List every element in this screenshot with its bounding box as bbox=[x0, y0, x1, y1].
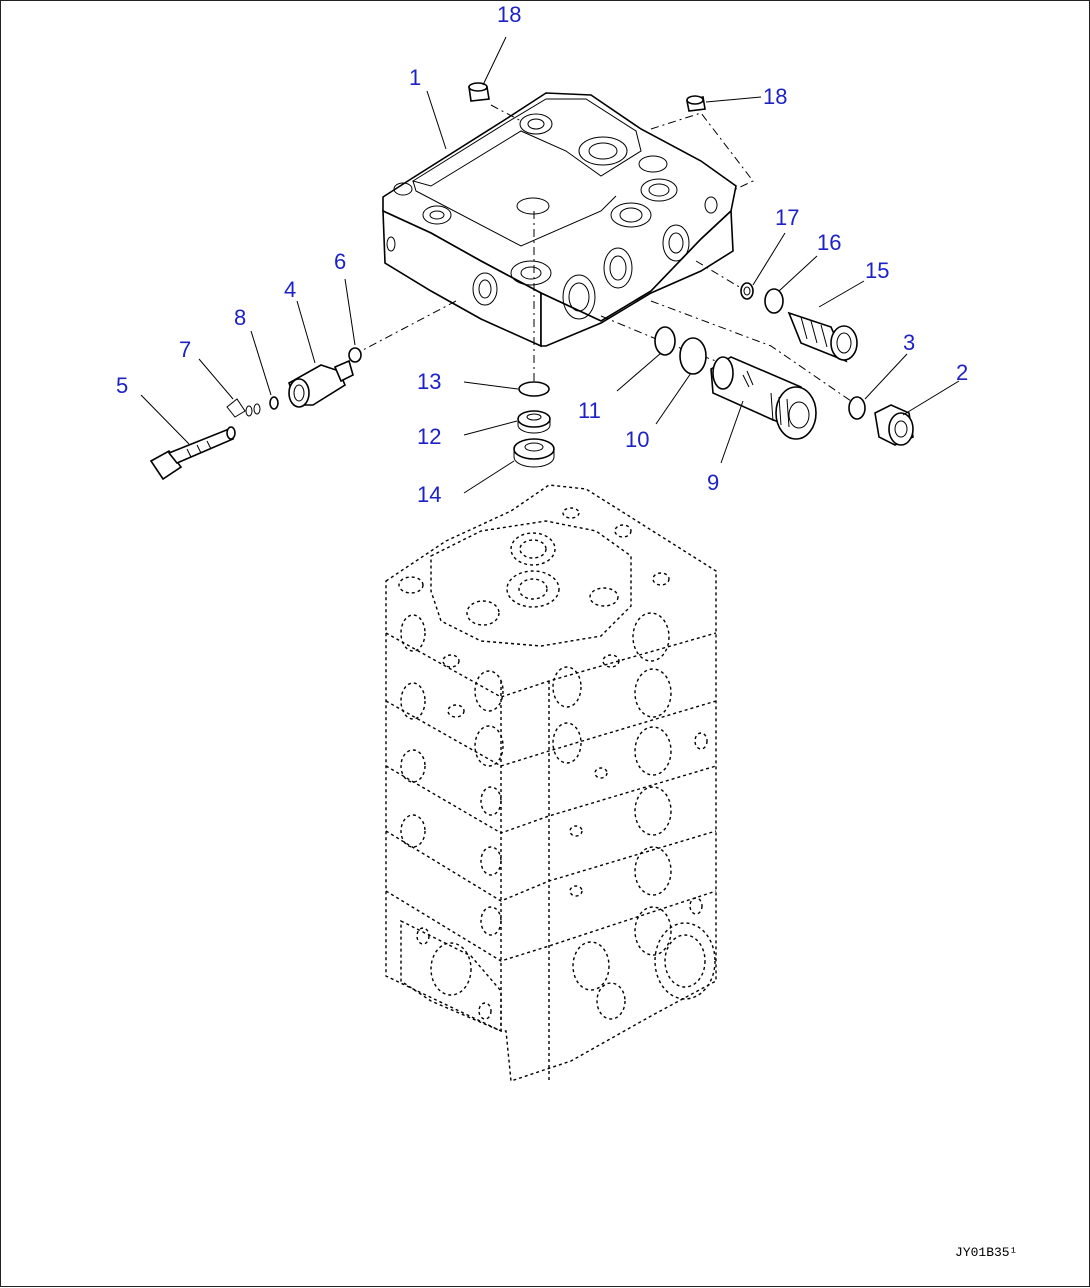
callout-14: 14 bbox=[417, 482, 441, 507]
spool-9 bbox=[710, 356, 817, 440]
plunger-5 bbox=[149, 426, 236, 481]
valve-4 bbox=[288, 359, 354, 408]
valve-15 bbox=[787, 311, 858, 363]
bolt-18-b bbox=[686, 95, 706, 112]
o-ring-3 bbox=[848, 396, 866, 420]
callout-6: 6 bbox=[334, 249, 346, 274]
callout-2: 2 bbox=[956, 360, 968, 385]
callout-16: 16 bbox=[817, 230, 841, 255]
callout-labels: 18 18 1 17 16 15 6 4 8 7 5 13 12 14 11 1… bbox=[116, 2, 968, 507]
callout-18-top: 18 bbox=[497, 2, 521, 27]
valve-block-top bbox=[382, 92, 737, 348]
callout-18-right: 18 bbox=[763, 84, 787, 109]
callout-12: 12 bbox=[417, 424, 441, 449]
o-ring-16 bbox=[764, 288, 784, 314]
callout-9: 9 bbox=[707, 470, 719, 495]
callout-3: 3 bbox=[903, 330, 915, 355]
callout-17: 17 bbox=[775, 205, 799, 230]
callout-15: 15 bbox=[865, 258, 889, 283]
seal-17 bbox=[740, 282, 754, 300]
bolt-18-a bbox=[468, 82, 490, 102]
callout-11: 11 bbox=[578, 398, 601, 423]
leader-lines bbox=[140, 36, 960, 494]
o-ring-13 bbox=[518, 381, 550, 397]
callout-4: 4 bbox=[284, 277, 296, 302]
ring-14 bbox=[513, 438, 555, 468]
valve-stack-phantom bbox=[385, 484, 717, 1082]
drawing-code: JY01B35¹ bbox=[955, 1245, 1017, 1260]
callout-1: 1 bbox=[409, 65, 421, 90]
spring-7 bbox=[226, 398, 261, 418]
callout-13: 13 bbox=[417, 369, 441, 394]
callout-5: 5 bbox=[116, 373, 128, 398]
ring-12 bbox=[517, 410, 551, 434]
ring-8 bbox=[269, 396, 279, 410]
o-ring-10 bbox=[679, 337, 707, 375]
plug-2 bbox=[874, 404, 914, 446]
alignment-lines bbox=[360, 104, 852, 402]
ball-6 bbox=[348, 347, 362, 363]
callout-8: 8 bbox=[234, 305, 246, 330]
callout-10: 10 bbox=[625, 427, 649, 452]
o-ring-11 bbox=[654, 326, 676, 356]
callout-7: 7 bbox=[179, 337, 191, 362]
